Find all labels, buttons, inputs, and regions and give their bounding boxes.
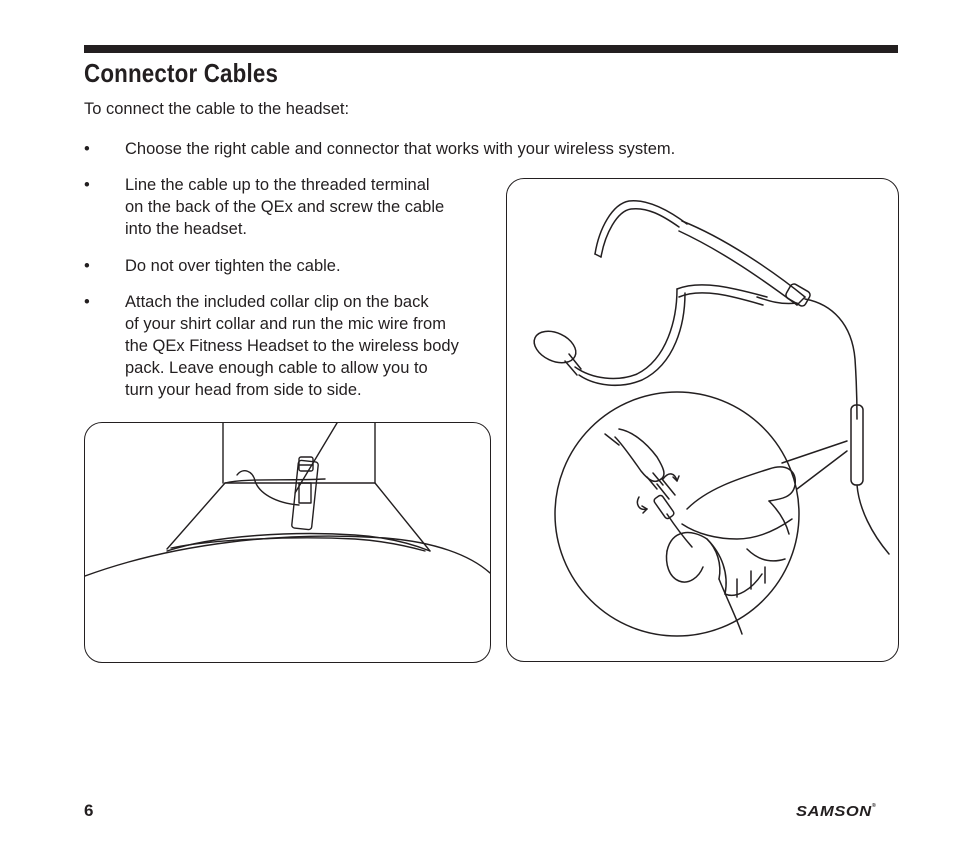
bullet-marker: • bbox=[84, 176, 90, 194]
bullet-text: Choose the right cable and connector tha… bbox=[125, 140, 676, 158]
bullet-line: into the headset. bbox=[125, 220, 248, 238]
bullet-text: Do not over tighten the cable. bbox=[125, 257, 341, 275]
collar-clip-illustration bbox=[84, 422, 491, 663]
bullet-marker: • bbox=[84, 257, 90, 275]
page-number: 6 bbox=[84, 801, 94, 820]
intro-text: To connect the cable to the headset: bbox=[84, 100, 350, 118]
brand-logo: SAMSON® bbox=[796, 803, 877, 820]
bullet-marker: • bbox=[84, 293, 90, 311]
page-title: Connector Cables bbox=[84, 58, 279, 88]
bullet-line: pack. Leave enough cable to allow you to bbox=[125, 359, 428, 377]
bullet-line: turn your head from side to side. bbox=[125, 381, 362, 399]
bullet-choose-cable: • Choose the right cable and connector t… bbox=[84, 138, 784, 160]
brand-name: SAMSON bbox=[796, 803, 872, 820]
headset-connector-illustration bbox=[506, 178, 899, 662]
bullet-no-overtighten: • Do not over tighten the cable. bbox=[84, 255, 504, 277]
bullet-marker: • bbox=[84, 140, 90, 158]
bullet-line: Attach the included collar clip on the b… bbox=[125, 293, 429, 311]
headset-drawing bbox=[533, 200, 890, 637]
bullet-line: the QEx Fitness Headset to the wireless … bbox=[125, 337, 459, 355]
collar-clip-drawing bbox=[85, 423, 490, 577]
bullet-line-up-cable: • Line the cable up to the threaded term… bbox=[84, 174, 504, 240]
bullet-line: of your shirt collar and run the mic wir… bbox=[125, 315, 446, 333]
top-rule bbox=[84, 45, 898, 53]
bullet-line: on the back of the QEx and screw the cab… bbox=[125, 198, 445, 216]
bullet-line: Line the cable up to the threaded termin… bbox=[125, 176, 430, 194]
bullet-collar-clip: • Attach the included collar clip on the… bbox=[84, 291, 504, 401]
